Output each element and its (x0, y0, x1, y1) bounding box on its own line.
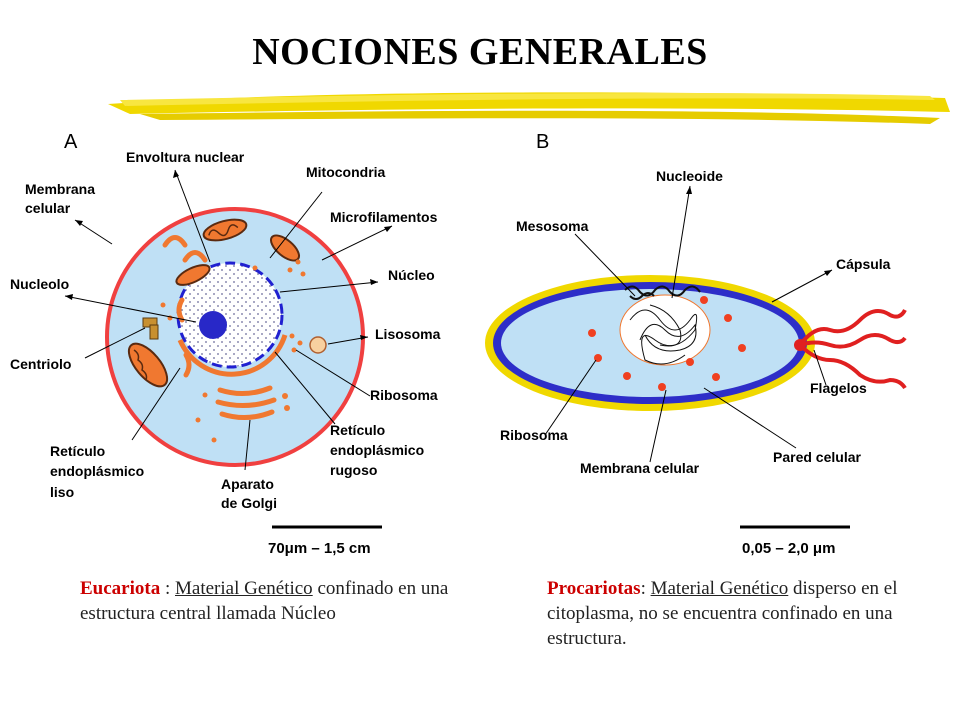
label-rer-1: Retículo (330, 422, 385, 438)
nucleus (178, 263, 282, 367)
caption-eukaryote-subject: Material Genético (175, 578, 313, 599)
flagella (798, 309, 907, 390)
slide-title: NOCIONES GENERALES (252, 31, 708, 73)
label-golgi-2: de Golgi (221, 495, 277, 511)
mesosome (624, 285, 701, 300)
caption-prokaryote-subject: Material Genético (650, 578, 789, 599)
smooth-er (162, 235, 208, 378)
label-rer-2: endoplásmico (330, 442, 424, 458)
eukaryote-arrowheads (65, 170, 392, 340)
nucleolus (199, 311, 227, 339)
mitochondria-group (127, 218, 301, 388)
panel-b-label: B (536, 131, 549, 153)
label-membrana-celular-1: Membrana (25, 181, 95, 197)
label-membrana-celular-b: Membrana celular (580, 460, 700, 476)
prokaryote-leader-lines (544, 185, 833, 463)
label-mesosoma: Mesosoma (516, 218, 589, 234)
caption-prokaryote: Procariotas: Material Genético disperso … (547, 576, 947, 651)
caption-eukaryote-term: Eucariota (80, 578, 161, 599)
title-underline (108, 92, 950, 124)
label-microfilamentos: Microfilamentos (330, 209, 438, 225)
label-centriolo: Centriolo (10, 356, 71, 372)
scale-label-a: 70μm – 1,5 cm (268, 540, 371, 557)
label-membrana-celular-2: celular (25, 200, 71, 216)
label-nucleoide: Nucleoide (656, 168, 723, 184)
lysosome (309, 336, 327, 354)
label-rel-3: liso (50, 484, 74, 500)
golgi (215, 385, 290, 420)
label-rel-1: Retículo (50, 443, 105, 459)
label-capsula: Cápsula (836, 256, 891, 272)
label-rel-2: endoplásmico (50, 463, 144, 479)
eukaryote-cell (64, 169, 393, 471)
label-flagelos: Flagelos (810, 380, 867, 396)
label-nucleolo: Nucleolo (10, 276, 69, 292)
caption-eukaryote-sep: : (160, 578, 175, 599)
label-golgi-1: Aparato (221, 476, 274, 492)
label-mitocondria: Mitocondria (306, 164, 386, 180)
prokaryote-cell (485, 185, 907, 463)
caption-eukaryote: Eucariota : Material Genético confinado … (80, 576, 480, 626)
centriole (142, 317, 159, 340)
caption-prokaryote-term: Procariotas (547, 578, 641, 599)
label-nucleo: Núcleo (388, 267, 435, 283)
label-ribosoma-a: Ribosoma (370, 387, 438, 403)
label-ribosoma-b: Ribosoma (500, 427, 568, 443)
panel-a-label: A (64, 131, 78, 153)
label-lisosoma: Lisosoma (375, 326, 441, 342)
scale-label-b: 0,05 – 2,0 μm (742, 540, 835, 557)
caption-eukaryote-text: confinado en una estructura central llam… (80, 578, 449, 624)
eukaryote-leader-lines (64, 169, 393, 471)
prokaryote-arrowheads (686, 186, 832, 276)
label-envoltura-nuclear: Envoltura nuclear (126, 149, 245, 165)
label-pared-celular: Pared celular (773, 449, 861, 465)
nuclear-rer-band (177, 334, 288, 377)
nucleoid-dna (629, 304, 698, 365)
label-rer-3: rugoso (330, 462, 377, 478)
prokaryote-ribosomes (588, 296, 746, 391)
caption-prokaryote-text: disperso en el citoplasma, no se encuent… (547, 578, 898, 649)
nuclear-envelope (176, 261, 284, 369)
caption-prokaryote-sep: : (640, 578, 651, 599)
